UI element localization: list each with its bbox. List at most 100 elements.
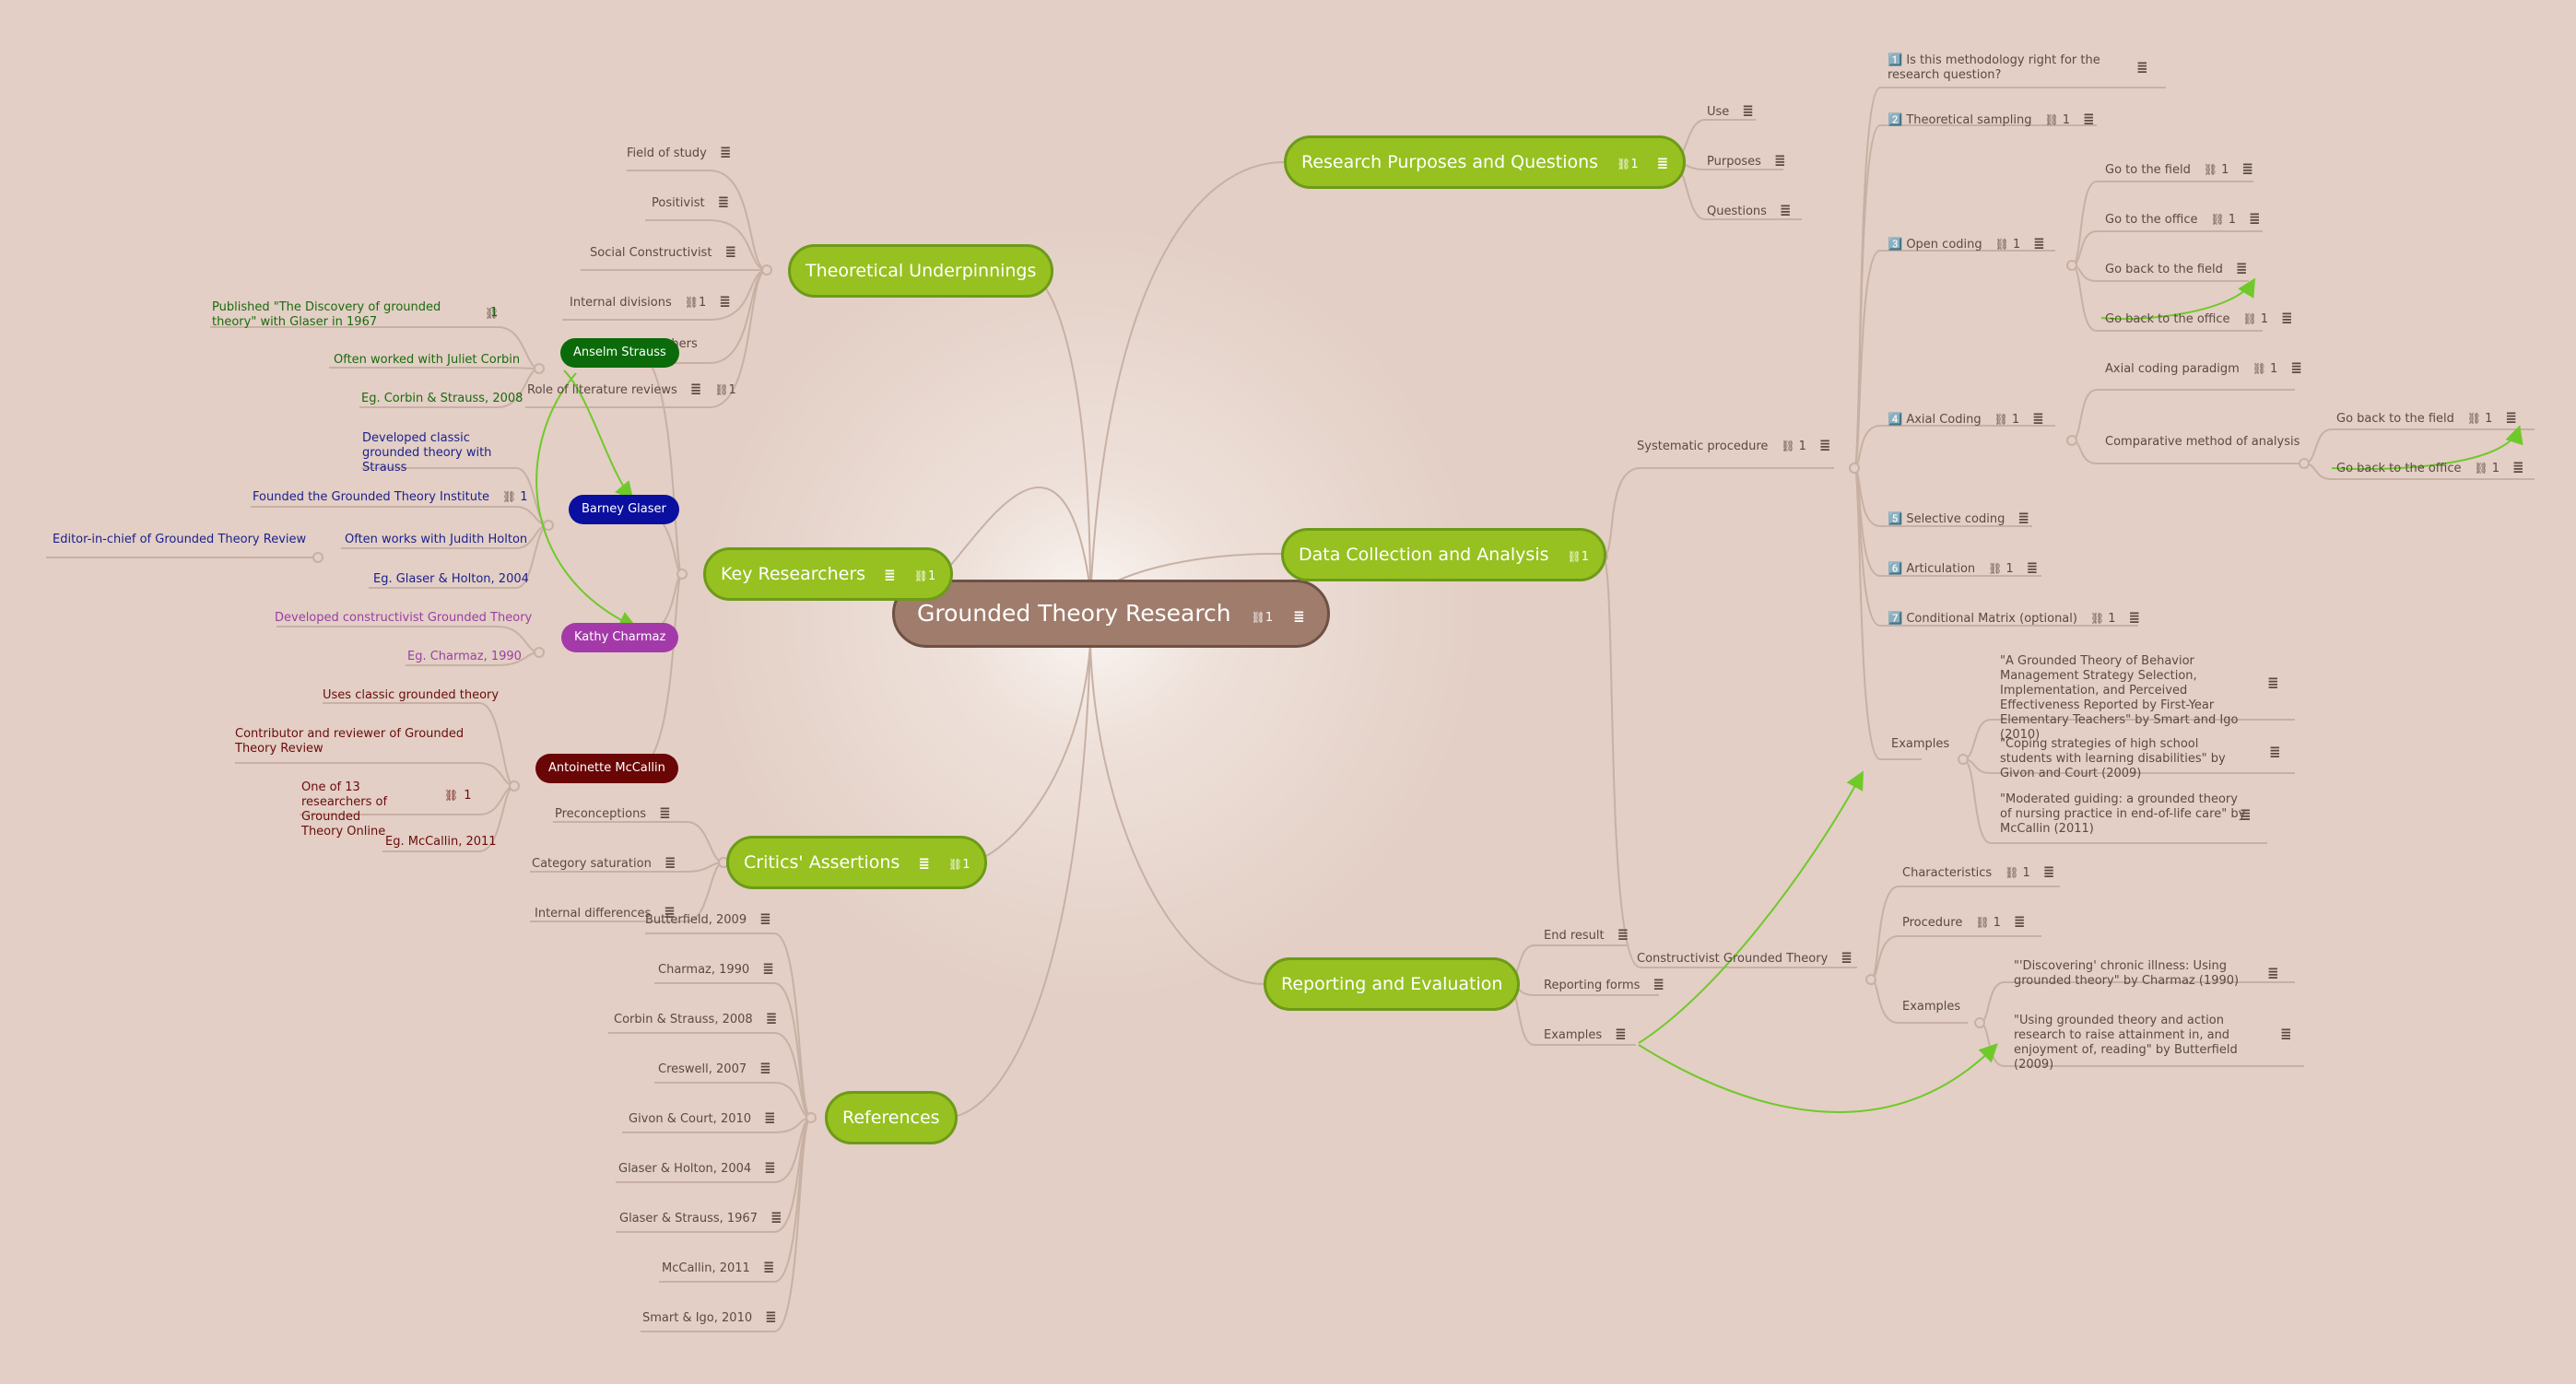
note-icon[interactable] (1293, 585, 1305, 650)
link-icon[interactable] (1988, 561, 2002, 577)
strauss-item-corbin[interactable]: Often worked with Juliet Corbin (334, 353, 520, 368)
note-icon[interactable] (764, 1110, 776, 1127)
note-icon[interactable] (2236, 261, 2248, 277)
link-icon[interactable] (2044, 112, 2058, 128)
constructivist-procedure[interactable]: Procedure1 (1902, 914, 2025, 931)
note-icon[interactable] (759, 911, 771, 928)
reference-item[interactable]: Glaser & Holton, 2004 (618, 1160, 776, 1177)
reference-item[interactable]: Glaser & Strauss, 1967 (619, 1210, 782, 1226)
subtopic-questions[interactable]: Questions (1707, 203, 1792, 219)
note-icon[interactable] (2240, 809, 2252, 823)
subtopic-preconceptions[interactable]: Preconceptions (555, 805, 671, 822)
subtopic-reporting-forms[interactable]: Reporting forms (1544, 977, 1664, 993)
note-icon[interactable] (884, 551, 896, 601)
note-icon[interactable] (1780, 203, 1792, 219)
note-icon[interactable] (2505, 410, 2517, 427)
note-icon[interactable] (1742, 103, 1754, 120)
reference-item[interactable]: McCallin, 2011 (662, 1260, 774, 1276)
strauss-item-discovery[interactable]: Published "The Discovery of grounded the… (212, 300, 498, 330)
researcher-barney-glaser[interactable]: Barney Glaser (569, 495, 679, 524)
note-icon[interactable] (2280, 1028, 2292, 1042)
subtopic-social-constructivist[interactable]: Social Constructivist (590, 244, 736, 261)
central-topic[interactable]: Grounded Theory Research 1 (892, 580, 1330, 648)
glaser-item-holton[interactable]: Often works with Judith Holton (345, 533, 527, 547)
subtopic-use[interactable]: Use (1707, 103, 1754, 120)
note-icon[interactable] (2033, 236, 2045, 252)
note-icon[interactable] (2269, 746, 2281, 760)
comparative-go-back-office[interactable]: Go back to the office1 (2336, 460, 2524, 476)
constructivist-characteristics[interactable]: Characteristics1 (1902, 864, 2054, 881)
example-smart-igo[interactable]: "A Grounded Theory of Behavior Managemen… (2000, 654, 2249, 743)
topic-data-collection[interactable]: Data Collection and Analysis 1 (1281, 528, 1607, 581)
subtopic-role-of-literature-reviews[interactable]: Role of literature reviews1 (527, 381, 736, 398)
note-icon[interactable] (918, 839, 930, 889)
note-icon[interactable] (2017, 510, 2029, 527)
topic-reporting-evaluation[interactable]: Reporting and Evaluation (1264, 957, 1521, 1011)
reference-item[interactable]: Creswell, 2007 (658, 1061, 771, 1077)
note-icon[interactable] (1774, 153, 1786, 170)
note-icon[interactable] (659, 805, 671, 822)
link-icon[interactable] (2253, 361, 2266, 377)
link-icon[interactable] (1568, 533, 1582, 581)
note-icon[interactable] (2136, 62, 2148, 76)
link-icon[interactable] (1975, 915, 1989, 931)
example-butterfield[interactable]: "Using grounded theory and action resear… (2014, 1014, 2272, 1073)
note-icon[interactable] (2128, 610, 2140, 627)
note-icon[interactable] (2267, 677, 2279, 691)
mccallin-item-classic[interactable]: Uses classic grounded theory (323, 688, 499, 703)
note-icon[interactable] (2083, 111, 2095, 128)
researcher-anselm-strauss[interactable]: Anselm Strauss (560, 338, 679, 368)
example-butterfield-note[interactable] (2280, 1026, 2292, 1043)
subtopic-examples[interactable]: Examples (1544, 1026, 1627, 1043)
note-icon[interactable] (720, 145, 732, 161)
mccallin-item-contributor[interactable]: Contributor and reviewer of Grounded The… (235, 727, 488, 757)
subtopic-constructivist-grounded-theory[interactable]: Constructivist Grounded Theory (1637, 950, 1853, 967)
researcher-kathy-charmaz[interactable]: Kathy Charmaz (561, 623, 679, 652)
link-icon[interactable] (502, 489, 516, 505)
mccallin-item-online-link[interactable]: 1 (444, 788, 472, 803)
researcher-antoinette-mccallin[interactable]: Antoinette McCallin (535, 754, 678, 783)
link-icon[interactable] (1252, 586, 1265, 650)
link-icon[interactable] (2243, 311, 2257, 327)
reference-item[interactable]: Corbin & Strauss, 2008 (614, 1011, 777, 1027)
topic-key-researchers[interactable]: Key Researchers 1 (703, 547, 954, 601)
link-icon[interactable] (2475, 461, 2488, 476)
example-smart-igo-note[interactable] (2267, 675, 2279, 692)
note-icon[interactable] (718, 194, 730, 211)
link-icon[interactable] (1995, 237, 2009, 252)
link-icon[interactable] (685, 295, 699, 311)
link-icon[interactable] (948, 840, 962, 889)
subtopic-category-saturation[interactable]: Category saturation (532, 855, 676, 872)
note-icon[interactable] (2512, 460, 2524, 476)
topic-references[interactable]: References (825, 1091, 958, 1144)
example-charmaz-note[interactable] (2267, 966, 2279, 982)
subtopic-systematic-procedure[interactable]: Systematic procedure1 (1637, 438, 1830, 454)
step-articulation[interactable]: 6️⃣ Articulation1 (1888, 560, 2038, 577)
reference-item[interactable]: Charmaz, 1990 (658, 961, 774, 978)
link-icon[interactable] (714, 382, 728, 398)
step-open-coding[interactable]: 3️⃣ Open coding1 (1888, 236, 2045, 252)
open-coding-go-back-office[interactable]: Go back to the office1 (2105, 311, 2293, 327)
subtopic-positivist[interactable]: Positivist (652, 194, 729, 211)
link-icon[interactable] (2090, 611, 2104, 627)
reference-item[interactable]: Smart & Igo, 2010 (642, 1309, 777, 1326)
topic-research-purposes[interactable]: Research Purposes and Questions 1 (1284, 135, 1687, 189)
note-icon[interactable] (1657, 139, 1669, 189)
note-icon[interactable] (1615, 1026, 1627, 1043)
step-methodology-note[interactable] (2136, 60, 2148, 76)
note-icon[interactable] (719, 294, 731, 311)
note-icon[interactable] (2032, 411, 2044, 428)
open-coding-go-to-office[interactable]: Go to the office1 (2105, 211, 2261, 228)
step-conditional-matrix[interactable]: 7️⃣ Conditional Matrix (optional)1 (1888, 610, 2140, 627)
note-icon[interactable] (764, 1160, 776, 1177)
note-icon[interactable] (1617, 927, 1629, 944)
example-givon-court[interactable]: "Coping strategies of high school studen… (2000, 737, 2249, 781)
note-icon[interactable] (2014, 914, 2026, 931)
mccallin-item-online[interactable]: One of 13 researchers of Grounded Theory… (301, 780, 394, 839)
subtopic-internal-divisions[interactable]: Internal divisions1 (570, 294, 731, 311)
note-icon[interactable] (724, 244, 736, 261)
note-icon[interactable] (690, 381, 702, 398)
note-icon[interactable] (1841, 950, 1853, 967)
open-coding-go-back-field[interactable]: Go back to the field (2105, 261, 2247, 277)
note-icon[interactable] (2043, 864, 2055, 881)
